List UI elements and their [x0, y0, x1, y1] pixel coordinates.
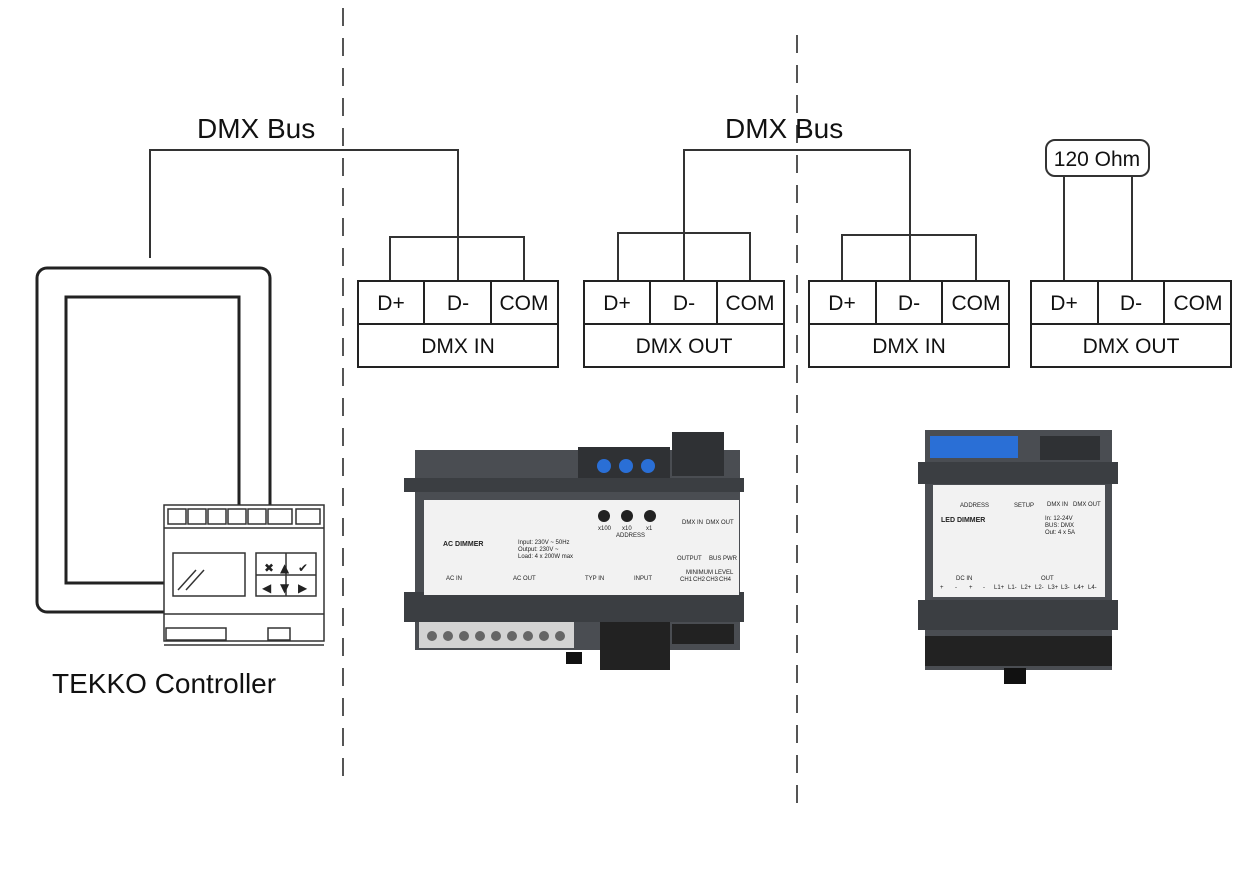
- led-terminal-labels: + - + - L1+ L1- L2+ L2- L3+ L3- L4+ L4-: [940, 585, 1097, 591]
- address-dial-label: x100: [598, 526, 612, 532]
- led-dmx-in-label: DMX IN: [1047, 502, 1068, 508]
- address-dial-label: x1: [646, 526, 653, 532]
- pin-com: COM: [500, 292, 549, 315]
- led-terminal-label: L2+: [1021, 585, 1032, 591]
- ac-out-label: AC OUT: [513, 576, 536, 582]
- led-terminal-label: +: [940, 585, 944, 591]
- controller-label: TEKKO Controller: [52, 668, 276, 699]
- dmx-in-label: DMX IN: [682, 520, 703, 526]
- keypad-right-icon: ▶: [298, 581, 308, 595]
- output-label: OUTPUT: [677, 556, 702, 562]
- led-dimmer-name: LED DIMMER: [941, 517, 985, 524]
- block-title: DMX IN: [872, 335, 946, 358]
- keypad-down-icon: ▼: [280, 581, 290, 595]
- address-dial-label: x10: [622, 526, 632, 532]
- pin-d-minus: D-: [898, 292, 920, 315]
- led-terminal-label: L1+: [994, 585, 1005, 591]
- dmx-bus-wire-left: [149, 149, 525, 285]
- pin-d-minus: D-: [673, 292, 695, 315]
- terminal-block-dmx-out-1: D+ D- COM DMX OUT: [583, 280, 785, 368]
- ac-dimmer-name: AC DIMMER: [443, 541, 483, 548]
- led-terminal-label: L3-: [1061, 585, 1070, 591]
- channel-label: CH4: [719, 577, 732, 583]
- minimum-level-label: MINIMUM LEVEL: [686, 570, 734, 576]
- led-terminal-label: +: [969, 585, 973, 591]
- terminator-resistor: 120 Ohm: [1045, 139, 1150, 177]
- address-label: ADDRESS: [616, 533, 645, 539]
- ac-dimmer-device: AC DIMMER Input: 230V ~ 50Hz Output: 230…: [404, 432, 744, 670]
- led-terminal-label: L4+: [1074, 585, 1085, 591]
- keypad-cross-icon: ✖: [264, 561, 274, 575]
- led-dimmer-device: ADDRESS SETUP DMX IN DMX OUT LED DIMMER …: [918, 430, 1118, 684]
- channel-label: CH1: [680, 577, 693, 583]
- keypad-check-icon: ✔: [298, 561, 308, 575]
- channel-label: CH3: [706, 577, 719, 583]
- led-terminal-label: L1-: [1008, 585, 1017, 591]
- led-terminal-label: L4-: [1088, 585, 1097, 591]
- led-terminal-label: -: [955, 585, 957, 591]
- led-dmx-out-label: DMX OUT: [1073, 502, 1101, 508]
- dmx-out-label: DMX OUT: [706, 520, 734, 526]
- led-dc-in-label: DC IN: [956, 576, 972, 582]
- led-dimmer-spec: BUS: DMX: [1045, 523, 1074, 529]
- touch-panel-icon: [35, 266, 272, 614]
- pin-d-plus: D+: [1050, 292, 1077, 315]
- typ-in-label: TYP IN: [585, 576, 604, 582]
- pin-d-plus: D+: [377, 292, 404, 315]
- terminal-block-dmx-out-2: D+ D- COM DMX OUT: [1030, 280, 1232, 368]
- ac-in-label: AC IN: [446, 576, 462, 582]
- pin-com: COM: [1174, 292, 1223, 315]
- channel-label: CH2: [693, 577, 706, 583]
- terminal-block-dmx-in-2: D+ D- COM DMX IN: [808, 280, 1010, 368]
- ac-dimmer-spec: Input: 230V ~ 50Hz: [518, 540, 570, 546]
- bus-label-left: DMX Bus: [197, 113, 315, 144]
- din-module-icon: [163, 504, 325, 646]
- block-title: DMX OUT: [1083, 335, 1180, 358]
- tekko-controller: ✖ ▲ ✔ ◀ ▼ ▶: [35, 266, 325, 646]
- keypad-left-icon: ◀: [262, 581, 272, 595]
- ac-dimmer-spec: Load: 4 x 200W max: [518, 554, 573, 560]
- pin-d-plus: D+: [603, 292, 630, 315]
- pin-d-minus: D-: [447, 292, 469, 315]
- block-title: DMX OUT: [636, 335, 733, 358]
- led-out-label: OUT: [1041, 576, 1054, 582]
- led-address-label: ADDRESS: [960, 503, 989, 509]
- terminator-label: 120 Ohm: [1054, 148, 1140, 171]
- dmx-bus-wire-right: [617, 149, 977, 285]
- input-label: INPUT: [634, 576, 652, 582]
- led-dimmer-spec: Out: 4 x 5A: [1045, 530, 1075, 536]
- led-dimmer-spec: In: 12-24V: [1045, 516, 1073, 522]
- terminator-wires: [1063, 176, 1133, 285]
- pin-d-plus: D+: [828, 292, 855, 315]
- pin-d-minus: D-: [1120, 292, 1142, 315]
- terminal-block-dmx-in-1: D+ D- COM DMX IN: [357, 280, 559, 368]
- led-setup-label: SETUP: [1014, 503, 1034, 509]
- bus-label-right: DMX Bus: [725, 113, 843, 144]
- led-terminal-label: -: [983, 585, 985, 591]
- led-terminal-label: L3+: [1048, 585, 1059, 591]
- ac-dimmer-spec: Output: 230V ~: [518, 547, 559, 553]
- led-terminal-label: L2-: [1035, 585, 1044, 591]
- keypad-up-icon: ▲: [280, 561, 290, 575]
- pin-com: COM: [952, 292, 1001, 315]
- pin-com: COM: [726, 292, 775, 315]
- block-title: DMX IN: [421, 335, 495, 358]
- bus-pwr-label: BUS PWR: [709, 556, 738, 562]
